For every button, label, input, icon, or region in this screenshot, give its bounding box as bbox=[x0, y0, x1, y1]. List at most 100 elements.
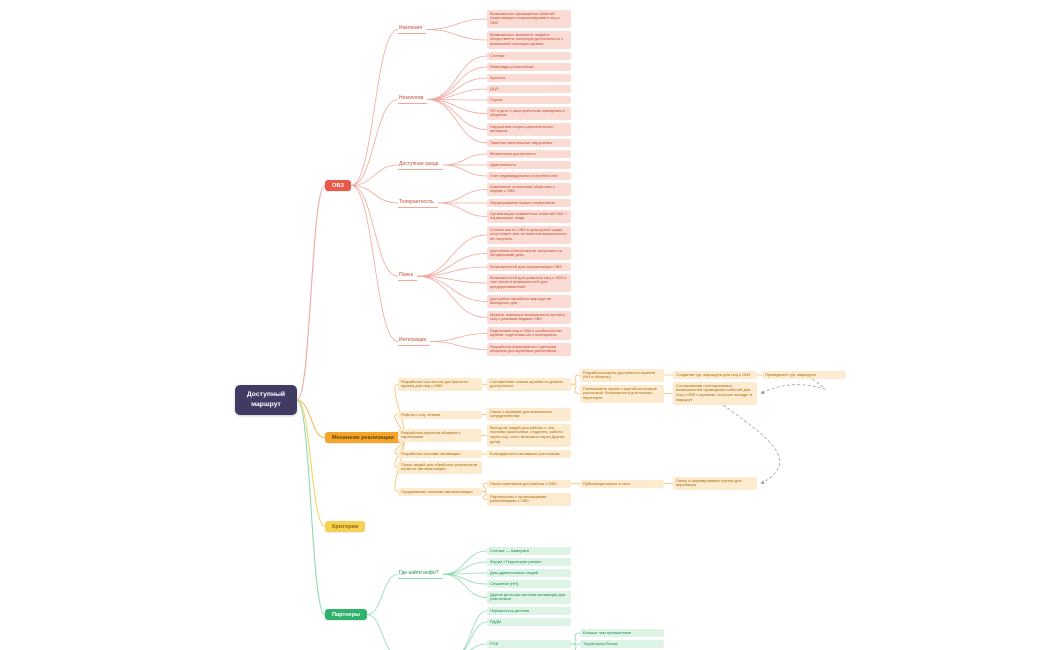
topic-node[interactable]: Изменение отношения общества к людям с О… bbox=[487, 183, 571, 196]
subtopic-ovz[interactable]: Инклюзия bbox=[398, 25, 427, 34]
topic-node[interactable]: РДДМ bbox=[487, 618, 571, 626]
topic-node[interactable]: Связь с музеями для возможного сотруднич… bbox=[487, 408, 571, 421]
topic-node[interactable]: Разработка карты доступности музеев (НН … bbox=[580, 369, 664, 382]
topic-node[interactable]: Статистика по ОВЗ в культурной среде отс… bbox=[487, 226, 571, 244]
topic-node[interactable]: Разработка скриптов общения с партнерами bbox=[398, 429, 482, 442]
topic-node[interactable]: Возможность проведения событий позволяющ… bbox=[487, 10, 571, 28]
subtopic-ovz[interactable]: Толерантность bbox=[398, 199, 438, 208]
topic-node[interactable]: Учет индивидуальных потребностей bbox=[487, 172, 571, 180]
relationship-link bbox=[723, 404, 780, 484]
topic-node[interactable]: Познакомить музеи с картой спонсоров рас… bbox=[580, 385, 664, 403]
branch-connector bbox=[570, 632, 581, 645]
topic-node[interactable]: Форум «Территория ритма» bbox=[487, 558, 571, 566]
topic-node[interactable]: Территория Ритма bbox=[580, 640, 664, 648]
branch-connector bbox=[425, 18, 488, 30]
topic-node[interactable]: Больше чем путешествие bbox=[580, 629, 664, 637]
topic-node[interactable]: Разработка чек-листов доступности музеев… bbox=[398, 378, 482, 391]
topic-node[interactable]: Разработка системы мотивации bbox=[398, 450, 482, 458]
branch-connector bbox=[463, 621, 488, 650]
topic-node[interactable]: Публикация карты в сети bbox=[580, 480, 664, 488]
topic-node[interactable]: Аутисты bbox=[487, 74, 571, 82]
topic-node[interactable]: РСВ bbox=[487, 640, 571, 648]
topic-node[interactable]: Подготовка лиц с ОВЗ к особенностям музе… bbox=[487, 327, 571, 340]
topic-node[interactable]: Выход на людей для работы с чек-листами … bbox=[487, 424, 571, 447]
branch-criteria[interactable]: Критерии bbox=[325, 521, 366, 532]
topic-node[interactable]: Возможность включить людей в общественно… bbox=[487, 31, 571, 49]
topic-node[interactable]: Возможностей для развития лиц с ОВЗ в то… bbox=[487, 274, 571, 292]
topic-node[interactable]: Музеев, имеющих возможность принять лиц … bbox=[487, 311, 571, 324]
topic-node[interactable]: Доступных музейных маршрутов выходного д… bbox=[487, 295, 571, 308]
topic-node[interactable]: Поиск людей для обработки результатов и/… bbox=[398, 461, 482, 474]
branch-connector bbox=[296, 399, 326, 616]
topic-node[interactable]: Инвалиды-колясочники bbox=[487, 63, 571, 71]
topic-node[interactable]: Возможностей для социализации ОВЗ bbox=[487, 263, 571, 271]
branch-connector bbox=[429, 341, 488, 350]
branch-connector bbox=[350, 99, 399, 186]
topic-node[interactable]: Согласование потенциальных возможностей … bbox=[673, 382, 757, 405]
subtopic-ovz[interactable]: Доступная среда bbox=[398, 161, 443, 170]
branch-connector bbox=[296, 184, 326, 401]
branch-connector bbox=[570, 383, 581, 394]
branch-connector bbox=[416, 253, 488, 277]
branch-connector bbox=[416, 234, 488, 277]
branch-connector bbox=[416, 275, 488, 318]
branch-connector bbox=[442, 561, 488, 575]
topic-node[interactable]: Физическая доступность bbox=[487, 150, 571, 158]
branch-ovz[interactable]: ОВЗ bbox=[325, 180, 351, 191]
branch-connector bbox=[429, 333, 488, 342]
branch-connector bbox=[481, 491, 488, 500]
subtopic-ovz[interactable]: Нозологии bbox=[398, 95, 428, 104]
topic-node[interactable]: Служение (НН) bbox=[487, 580, 571, 588]
branch-connector bbox=[469, 643, 488, 650]
topic-node[interactable]: Поиск и формирование группы для апробаци… bbox=[673, 477, 757, 490]
topic-node[interactable]: Поиск партнеров для работы с ОВЗ bbox=[487, 480, 571, 488]
topic-node[interactable]: Перекресток детства bbox=[487, 607, 571, 615]
branch-connector bbox=[442, 164, 488, 177]
topic-node[interactable]: Тяжелые ментальные нарушения bbox=[487, 139, 571, 147]
branch-connector bbox=[350, 185, 399, 204]
branch-connector bbox=[442, 573, 488, 598]
branch-connector bbox=[426, 99, 488, 144]
topic-node[interactable]: Дом удивительных людей bbox=[487, 569, 571, 577]
topic-node[interactable]: Организация совместных событий ОВЗ + нор… bbox=[487, 210, 571, 223]
branch-connector bbox=[437, 189, 488, 204]
topic-node[interactable]: Составление списка музеев по уровню дост… bbox=[487, 378, 571, 391]
topic-node[interactable]: Благодарность активным участникам bbox=[487, 450, 571, 458]
topic-node[interactable]: Разработка вариативного сценария общения… bbox=[487, 343, 571, 356]
topic-node[interactable]: Адаптивность bbox=[487, 161, 571, 169]
topic-node[interactable]: Создание тур. маршрута для лиц с ОВЗ bbox=[673, 371, 757, 379]
subtopic-partners[interactable]: Где найти инфо? bbox=[398, 570, 443, 579]
topic-node[interactable]: Формирование новых стереотипов bbox=[487, 199, 571, 207]
branch-connector bbox=[425, 29, 488, 41]
subtopic-ovz[interactable]: Интеграция bbox=[398, 337, 431, 346]
branch-connector bbox=[442, 573, 488, 585]
branch-connector bbox=[350, 185, 399, 342]
branch-connector bbox=[426, 77, 488, 100]
topic-node[interactable]: Работа с соц. сетями bbox=[398, 411, 482, 419]
topic-node[interactable]: Нарушения опорно-двигательного аппарата bbox=[487, 123, 571, 136]
topic-node[interactable]: Доступная статистика не актуальна на сег… bbox=[487, 247, 571, 260]
topic-node[interactable]: Другие дела как система мотивации для уч… bbox=[487, 591, 571, 604]
topic-node[interactable]: УО и дети с расстройством поведения и об… bbox=[487, 107, 571, 120]
branch-connector bbox=[350, 164, 399, 186]
topic-node[interactable]: Партнерство с организациями работающими … bbox=[487, 493, 571, 506]
branch-connector bbox=[437, 202, 488, 217]
topic-node[interactable]: Проведение тур. маршрута bbox=[762, 371, 846, 379]
subtopic-ovz[interactable]: Поиск bbox=[398, 272, 417, 281]
topic-node[interactable]: Продвижение системы автоматизации bbox=[398, 488, 482, 496]
branch-connector bbox=[426, 55, 488, 100]
branch-connector bbox=[296, 399, 326, 528]
topic-node[interactable]: ДЦП bbox=[487, 85, 571, 93]
topic-node[interactable]: Слепые bbox=[487, 52, 571, 60]
branch-partners[interactable]: Партнеры bbox=[325, 609, 367, 620]
branch-connector bbox=[416, 275, 488, 302]
central-topic[interactable]: Доступный маршрут bbox=[235, 385, 297, 415]
branch-connector bbox=[442, 153, 488, 166]
topic-node[interactable]: Глухие bbox=[487, 96, 571, 104]
branch-mechanism[interactable]: Механизм реализации bbox=[325, 432, 401, 443]
branch-connector bbox=[350, 29, 399, 186]
branch-connector bbox=[366, 573, 399, 616]
topic-node[interactable]: Слепые — Камерата bbox=[487, 547, 571, 555]
